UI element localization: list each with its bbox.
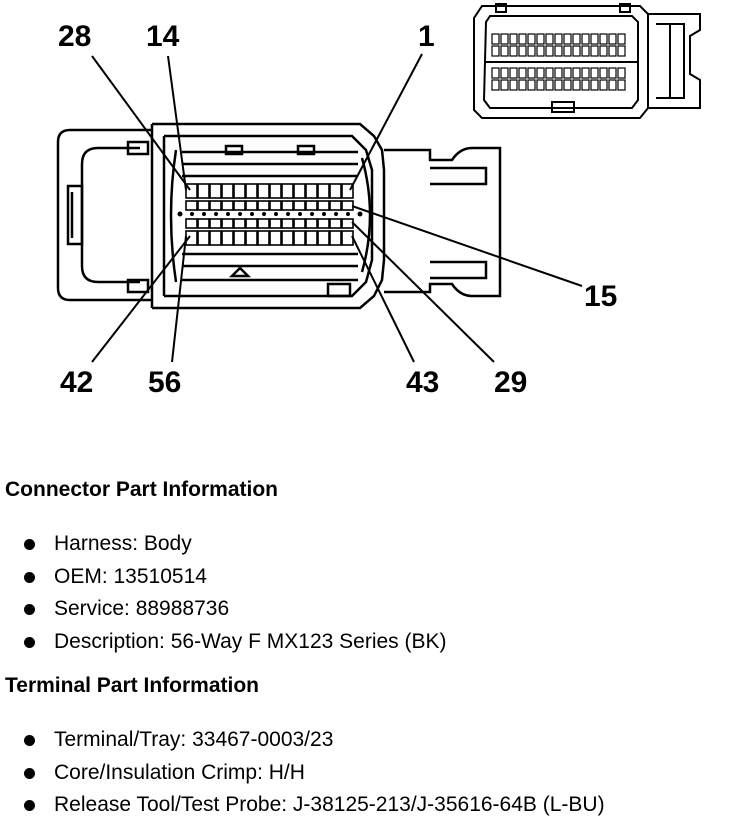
pin-label-29: 29	[494, 366, 527, 399]
pin-label-28: 28	[58, 20, 91, 53]
terminal-info-title: Terminal Part Information	[5, 674, 259, 697]
bullet-icon	[24, 604, 35, 615]
connector-info-title: Connector Part Information	[5, 478, 279, 501]
crimp-text: Core/Insulation Crimp: H/H	[54, 760, 305, 784]
connector-face-drawing	[56, 122, 502, 310]
connector-inset-view	[473, 3, 701, 119]
terminal-tray-text: Terminal/Tray: 33467-0003/23	[54, 728, 334, 751]
terminal-cavity-dots	[177, 211, 363, 217]
list-item: Terminal/Tray: 33467-0003/23	[0, 724, 605, 757]
list-item: Description: 56-Way F MX123 Series (BK)	[0, 626, 447, 659]
bullet-icon	[24, 636, 35, 648]
terminal-info-list: Terminal/Tray: 33467-0003/23 Core/Insula…	[0, 724, 605, 822]
pin-label-43: 43	[406, 366, 439, 399]
list-item: Release Tool/Test Probe: J-38125-213/J-3…	[0, 789, 605, 822]
list-item: OEM: 13510514	[0, 561, 447, 594]
description-text: Description: 56-Way F MX123 Series (BK)	[54, 629, 447, 653]
leader-line-14	[167, 55, 187, 191]
connector-diagram: 28 14 1 15 42 56 43 29	[56, 3, 701, 399]
oem-text: OEM: 13510514	[54, 564, 207, 588]
list-item: Core/Insulation Crimp: H/H	[0, 757, 605, 790]
leader-line-15	[351, 205, 583, 287]
leader-line-1	[349, 53, 423, 191]
bullet-icon	[24, 539, 35, 550]
leader-line-43	[351, 235, 415, 363]
pin-label-14: 14	[146, 20, 180, 53]
service-text: Service: 88988736	[54, 597, 230, 620]
inset-cavities	[491, 33, 626, 91]
leader-line-56	[171, 235, 187, 363]
pin-label-15: 15	[584, 280, 617, 313]
terminal-cavities-bottom-row	[185, 218, 354, 246]
leader-line-29	[351, 221, 495, 363]
pin-label-1: 1	[418, 20, 435, 53]
leader-line-42	[91, 235, 191, 363]
connector-info-list: Harness: Body OEM: 13510514 Service: 889…	[0, 528, 447, 658]
leader-lines	[91, 53, 583, 363]
pin-label-42: 42	[60, 366, 93, 399]
bullet-icon	[24, 767, 35, 779]
leader-line-28	[91, 55, 191, 191]
bullet-icon	[24, 800, 35, 811]
list-item: Harness: Body	[0, 528, 447, 561]
list-item: Service: 88988736	[0, 593, 447, 626]
pin-label-56: 56	[148, 366, 181, 399]
bullet-icon	[24, 735, 35, 746]
release-tool-text: Release Tool/Test Probe: J-38125-213/J-3…	[54, 793, 605, 816]
bullet-icon	[24, 571, 35, 583]
terminal-cavities-top-row	[185, 183, 354, 211]
harness-text: Harness: Body	[54, 532, 192, 555]
